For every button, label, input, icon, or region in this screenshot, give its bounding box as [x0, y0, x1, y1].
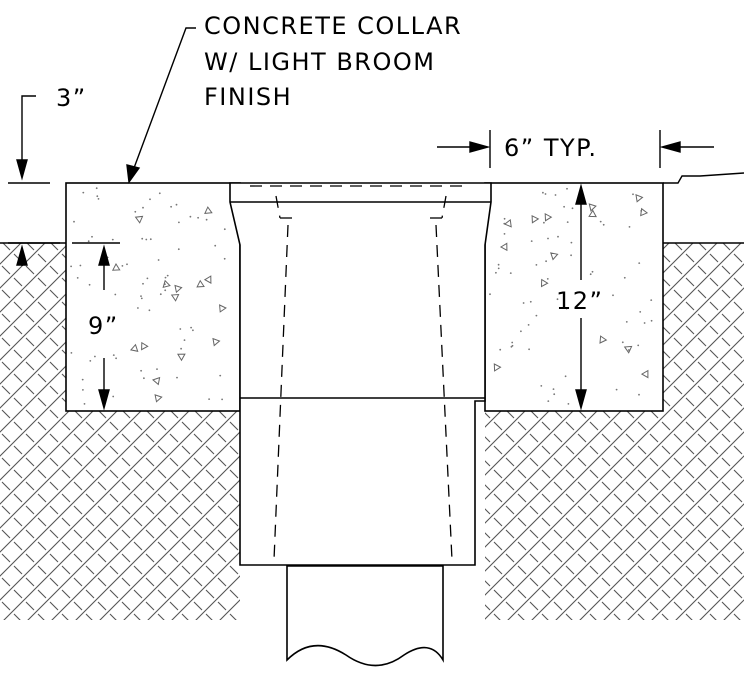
pipe — [286, 565, 444, 667]
dimension-12in-label: 12” — [556, 287, 603, 315]
valve-box — [229, 182, 492, 566]
dimension-6in-typ-label: 6” TYP. — [504, 134, 598, 162]
callout-line-2: W/ LIGHT BROOM — [204, 48, 435, 76]
dimension-6in-typ — [437, 130, 714, 168]
concrete-stipple — [70, 187, 653, 405]
dimension-12in — [575, 183, 587, 411]
dimension-3in — [8, 95, 60, 266]
callout-line-1: CONCRETE COLLAR — [204, 12, 462, 40]
valve-box-hidden-lines — [250, 185, 470, 561]
dimension-9in-label: 9” — [88, 312, 119, 340]
dimension-9in — [72, 242, 120, 411]
finish-grade-line — [663, 172, 744, 184]
callout-line-3: FINISH — [204, 83, 292, 111]
callout-leader — [126, 27, 196, 184]
dimension-3in-label: 3” — [56, 84, 87, 112]
concrete-collar — [65, 182, 664, 412]
